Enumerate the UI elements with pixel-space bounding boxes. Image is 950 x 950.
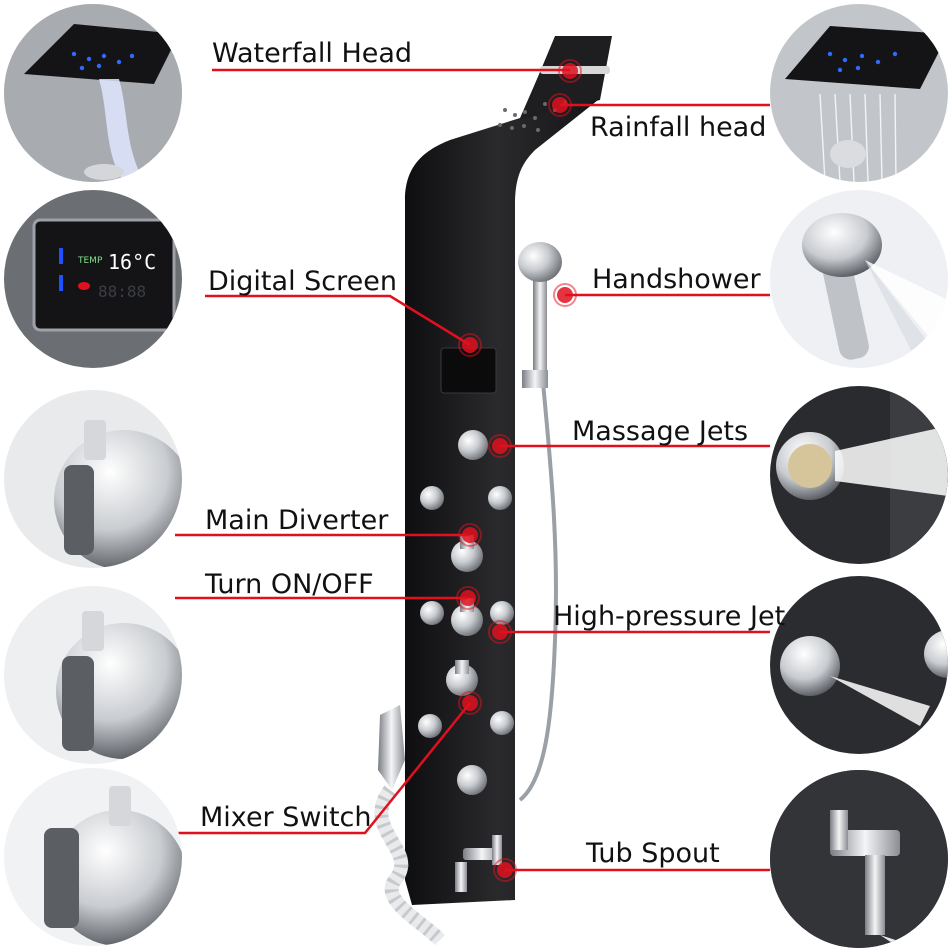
label-massage-jets: Massage Jets <box>572 416 749 447</box>
thumb-rainfall-head <box>770 4 948 182</box>
label-mixer-switch: Mixer Switch <box>200 802 372 833</box>
thumb-on-off-knob <box>4 586 182 764</box>
label-rainfall-head: Rainfall head <box>590 112 767 143</box>
leader-lines <box>175 68 770 872</box>
bidet-sprayer-shape <box>374 705 445 946</box>
thumb-waterfall-head <box>4 4 182 182</box>
thumb-handshower <box>770 190 948 368</box>
label-tub-spout: Tub Spout <box>586 838 720 869</box>
screen-time-value: 88:88 <box>98 282 147 301</box>
handshower-hose <box>518 344 558 802</box>
thumb-digital-screen: TEMP 16°C 88:88 <box>4 190 182 368</box>
panel-body <box>405 38 610 905</box>
thumb-high-pressure-jet <box>770 576 948 754</box>
label-turn-on-off: Turn ON/OFF <box>205 569 374 600</box>
thumb-massage-jet <box>770 386 948 564</box>
label-digital-screen: Digital Screen <box>208 266 397 297</box>
thumb-tub-spout <box>770 770 948 948</box>
tub-spout-shape <box>455 835 502 892</box>
label-waterfall-head: Waterfall Head <box>212 38 413 69</box>
thumb-main-diverter <box>4 390 182 568</box>
screen-temp-label: TEMP <box>78 256 103 266</box>
thumb-mixer-switch <box>4 768 182 946</box>
label-handshower: Handshower <box>592 264 761 295</box>
label-high-pressure-jet: High-pressure Jet <box>553 601 786 632</box>
target-dots <box>456 59 582 882</box>
handshower-shape <box>518 242 562 388</box>
label-main-diverter: Main Diverter <box>205 505 389 536</box>
screen-temp-value: 16°C <box>108 250 157 274</box>
